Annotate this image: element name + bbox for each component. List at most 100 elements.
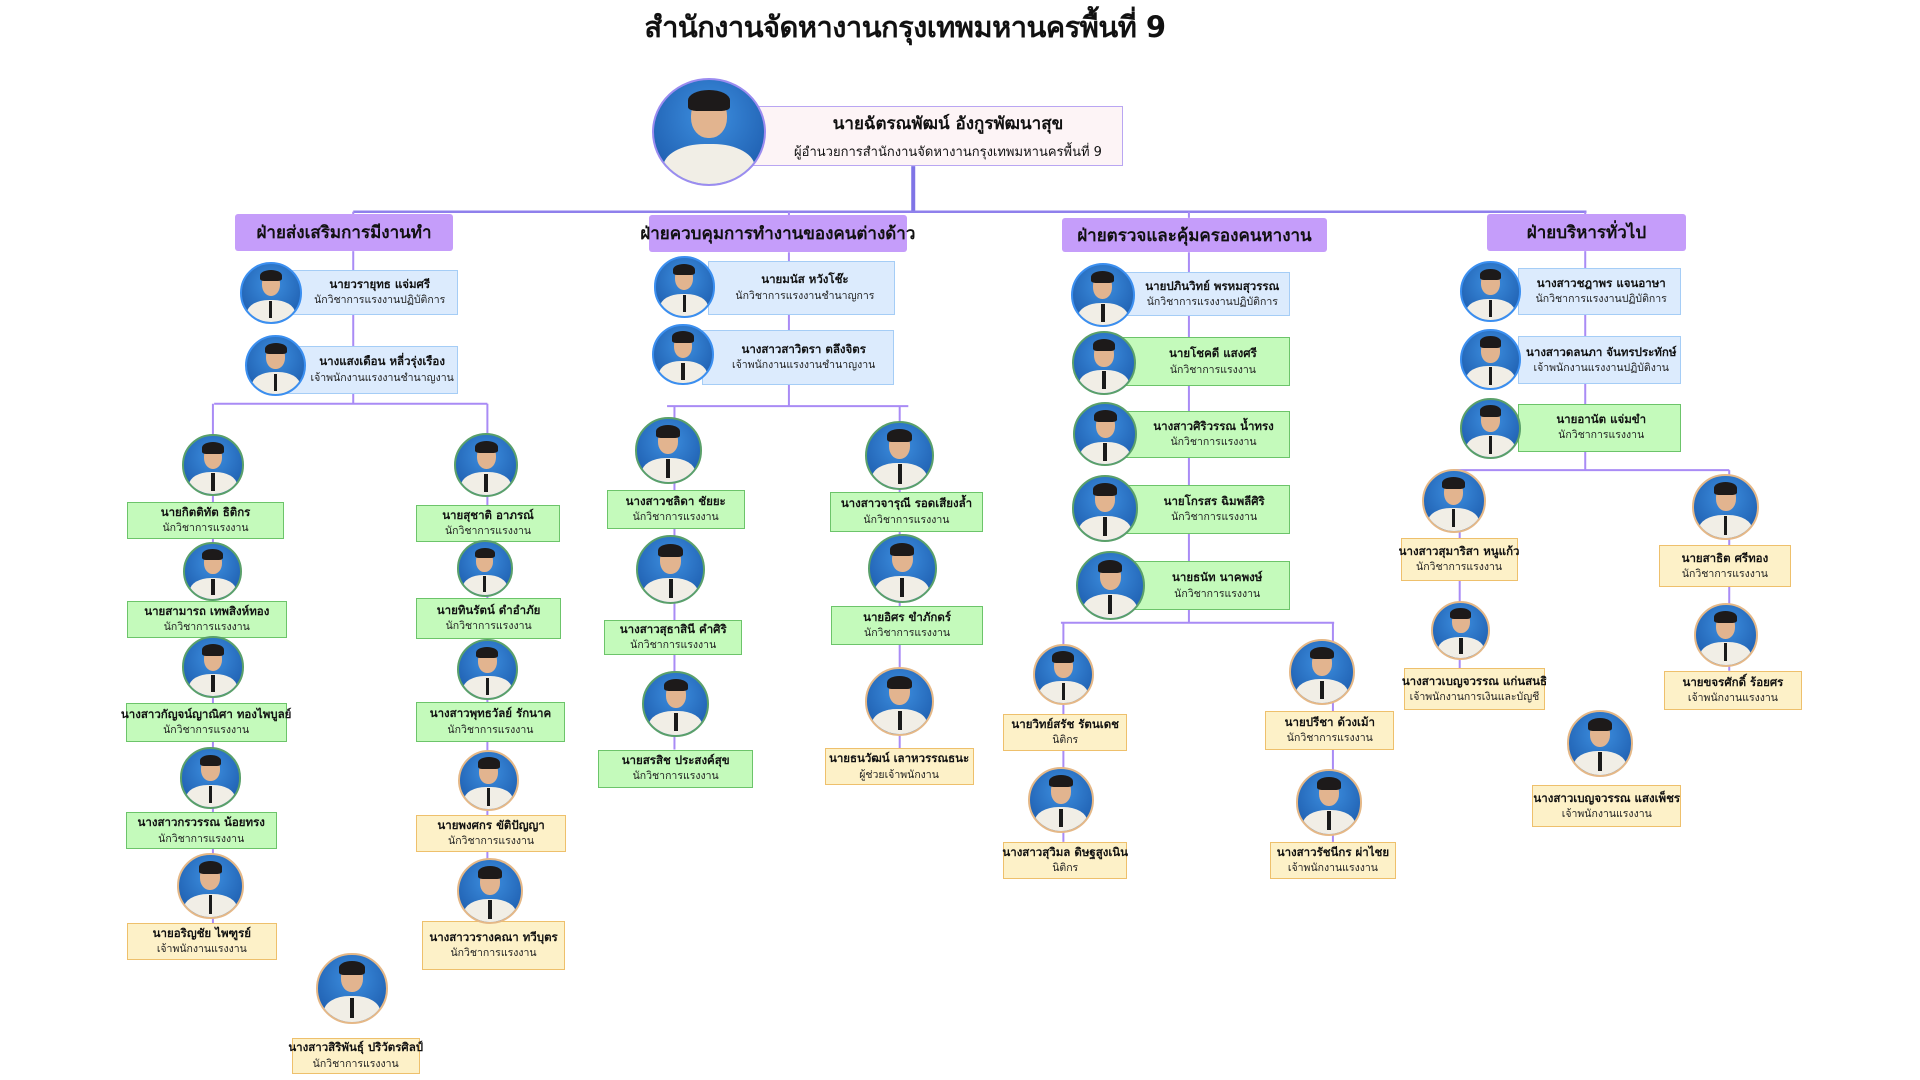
department-header[interactable]: ฝ่ายส่งเสริมการมีงานทำ [235,214,453,252]
department-header[interactable]: ฝ่ายควบคุมการทำงานของคนต่างด้าว [640,215,915,253]
staff-name: นายสรสิช ประสงค์สุข [621,753,730,768]
staff-card[interactable]: นางสาวรัชนีกร ผ่าไชยเจ้าพนักงานแรงงาน [1270,841,1396,879]
staff-card[interactable]: นายสุชาติ อาภรณ์นักวิชาการแรงงาน [416,504,560,542]
staff-card[interactable]: นางสาวสาวิตรา ตลึงจิตรเจ้าพนักงานแรงงานช… [701,329,894,386]
staff-name: นายกิตติทัต ธิติกร [160,505,251,520]
staff-position: เจ้าพนักงานแรงงานปฏิบัติงาน [1533,361,1669,374]
staff-name: นายปรีชา ด้วงเม้า [1284,714,1375,729]
staff-card[interactable]: นายอิศร ขำภักดร์นักวิชาการแรงงาน [830,605,984,645]
staff-position: เจ้าพนักงานแรงงาน [1561,807,1652,820]
staff-position: เจ้าพนักงานการเงินและบัญชี [1409,690,1540,703]
staff-photo [182,636,244,698]
staff-card[interactable]: นางสาวจารุณี รอดเสียงล้ำนักวิชาการแรงงาน [829,492,984,532]
staff-card[interactable]: นายสาธิต ศรีทองนักวิชาการแรงงาน [1659,545,1791,588]
department-header[interactable]: ฝ่ายตรวจและคุ้มครองคนหางาน [1062,217,1327,253]
staff-photo [652,323,714,386]
staff-name: นายธนัท นาคพงษ์ [1172,570,1263,585]
staff-card[interactable]: นายปภินวิทย์ พรหมสุวรรณนักวิชาการแรงงานป… [1122,272,1290,317]
staff-card[interactable]: นายพงศกร ขัติปัญญานักวิชาการแรงงาน [416,814,567,852]
staff-position: นักวิชาการแรงงาน [1286,732,1373,745]
director-card[interactable]: นายฉัตรณพัฒน์ อังกูรพัฒนาสุข ผู้อำนวยการ… [753,106,1123,166]
staff-position: นักวิชาการแรงงาน [864,626,951,639]
staff-position: นักวิชาการแรงงาน [445,620,532,633]
staff-photo [456,638,519,701]
staff-card[interactable]: นายสามารถ เทพสิงห์ทองนักวิชาการแรงงาน [126,600,287,638]
staff-photo [1073,402,1138,467]
staff-photo [1459,260,1522,323]
staff-card[interactable]: นายโชคดี แสงศรีนักวิชาการแรงงาน [1122,337,1290,387]
staff-card[interactable]: นายอานัต แจ่มขำนักวิชาการแรงงาน [1517,403,1682,452]
staff-position: นักวิชาการแรงงาน [448,834,535,847]
staff-card[interactable]: นายกิตติทัต ธิติกรนักวิชาการแรงงาน [126,502,285,540]
staff-name: นางสาวสุธาสินี คำศิริ [619,622,727,637]
staff-card[interactable]: นายโกรสร ฉิมพลีศิรินักวิชาการแรงงาน [1122,484,1290,535]
staff-position: เจ้าพนักงานแรงงานชำนาญงาน [732,359,876,372]
staff-photo [1075,551,1145,621]
staff-position: นักวิชาการแรงงาน [1174,587,1261,600]
staff-card[interactable]: นางสาวกรวรรณ น้อยทรงนักวิชาการแรงงาน [125,812,277,850]
staff-position: นิติกร [1052,862,1079,875]
staff-card[interactable]: นายมนัส หวังโช๊ะนักวิชาการแรงงานชำนาญการ [707,260,895,316]
staff-card[interactable]: นางสาวสุมาริสา หนูแก้วนักวิชาการแรงงาน [1399,537,1520,581]
staff-name: นางสาวชลิดา ชัยยะ [625,494,726,509]
staff-position: นักวิชาการแรงงาน [1416,561,1503,574]
staff-card[interactable]: นายธนวัฒน์ เลาหวรรณธนะผู้ช่วยเจ้าพนักงาน [824,748,974,786]
staff-name: นางสาวสิริพันธุ์ ปริวัตรศิลป์ [288,1040,424,1055]
staff-photo [177,852,244,920]
staff-photo [1692,473,1759,541]
staff-photo [457,749,520,812]
staff-photo [1288,638,1356,706]
staff-position: เจ้าพนักงานแรงงานชำนาญงาน [310,371,454,384]
staff-card[interactable]: นางสาวชลิดา ชัยยะนักวิชาการแรงงาน [606,489,745,530]
staff-card[interactable]: นางสาวเบญจวรรณ แสงเพ็ชรเจ้าพนักงานแรงงาน [1532,785,1682,828]
staff-photo [865,667,935,736]
staff-position: นักวิชาการแรงงาน [863,513,950,526]
staff-position: นักวิชาการแรงงาน [632,511,719,524]
staff-name: นางสาวเบญจวรรณ แก่นสนธิ [1401,673,1548,688]
staff-card[interactable]: นายสรสิช ประสงค์สุขนักวิชาการแรงงาน [598,749,754,788]
staff-card[interactable]: นายขจรศักดิ์ ร้อยศรเจ้าพนักงานแรงงาน [1664,670,1802,711]
staff-name: นางสาวชฎาพร แจนอาษา [1536,276,1666,291]
staff-card[interactable]: นางสาวศิริวรรณ น้ำทรงนักวิชาการแรงงาน [1122,411,1290,458]
staff-card[interactable]: นางสาวดลนภา จันทรประทักษ์เจ้าพนักงานแรงง… [1517,336,1682,384]
staff-card[interactable]: นางสาวชฎาพร แจนอาษานักวิชาการแรงงานปฏิบั… [1517,268,1682,316]
staff-name: นายอริญชัย ไพฑูรย์ [152,926,251,941]
staff-name: นายสุชาติ อาภรณ์ [442,507,534,522]
staff-photo [867,534,937,604]
staff-card[interactable]: นางสาวสิริพันธุ์ ปริวัตรศิลป์นักวิชาการแ… [288,1037,423,1075]
staff-position: เจ้าพนักงานแรงงาน [1687,692,1778,705]
staff-position: นักวิชาการแรงงาน [444,524,532,537]
staff-photo [456,540,514,597]
staff-position: นักวิชาการแรงงาน [312,1057,399,1070]
staff-card[interactable]: นายวิทย์สรัช รัตนเดชนิติกร [1003,713,1128,751]
staff-name: นายมนัส หวังโช๊ะ [761,272,849,287]
staff-card[interactable]: นางสาวเบญจวรรณ แก่นสนธิเจ้าพนักงานการเงิ… [1401,668,1548,711]
staff-name: นายทินรัตน์ ดำอำภัย [436,602,541,617]
staff-photo [1693,603,1758,668]
staff-name: นางสาวเบญจวรรณ แสงเพ็ชร [1533,790,1681,805]
staff-position: นักวิชาการแรงงาน [630,639,717,652]
staff-card[interactable]: นางสาวพุทธวัลย์ รักนาคนักวิชาการแรงงาน [416,701,565,743]
staff-card[interactable]: นางสาวสุวิมล ดิษฐสูงเนินนิติกร [1002,841,1129,879]
staff-card[interactable]: นายอริญชัย ไพฑูรย์เจ้าพนักงานแรงงาน [126,923,277,960]
director-position: ผู้อำนวยการสำนักงานจัดหางานกรุงเทพมหานคร… [794,145,1102,160]
staff-name: นายพงศกร ขัติปัญญา [437,817,545,832]
staff-name: นายสามารถ เทพสิงห์ทอง [144,603,270,618]
staff-name: นางสาววรางคณา ทวีบุตร [429,929,558,944]
staff-photo [1072,331,1136,396]
staff-photo [1027,766,1095,834]
staff-card[interactable]: นายปรีชา ด้วงเม้านักวิชาการแรงงาน [1265,711,1395,750]
staff-photo [635,417,702,484]
staff-name: นายธนวัฒน์ เลาหวรรณธนะ [828,751,970,766]
director-name: นายฉัตรณพัฒน์ อังกูรพัฒนาสุข [832,114,1064,134]
staff-card[interactable]: นางสาววรางคณา ทวีบุตรนักวิชาการแรงงาน [422,920,565,970]
staff-name: นางสาวศิริวรรณ น้ำทรง [1153,418,1274,433]
staff-name: นางสาวสุวิมล ดิษฐสูงเนิน [1002,844,1129,859]
staff-card[interactable]: นางสาวสุธาสินี คำศิรินักวิชาการแรงงาน [604,620,743,655]
department-header[interactable]: ฝ่ายบริหารทั่วไป [1486,214,1687,252]
staff-card[interactable]: นายธนัท นาคพงษ์นักวิชาการแรงงาน [1122,561,1290,611]
staff-name: นายวิทย์สรัช รัตนเดช [1011,716,1119,731]
staff-card[interactable]: นายทินรัตน์ ดำอำภัยนักวิชาการแรงงาน [416,598,562,639]
staff-photo [244,334,307,397]
staff-card[interactable]: นางสาวกัญจน์ญาณิศา ทองไพบูลย์นักวิชาการแ… [121,702,291,743]
